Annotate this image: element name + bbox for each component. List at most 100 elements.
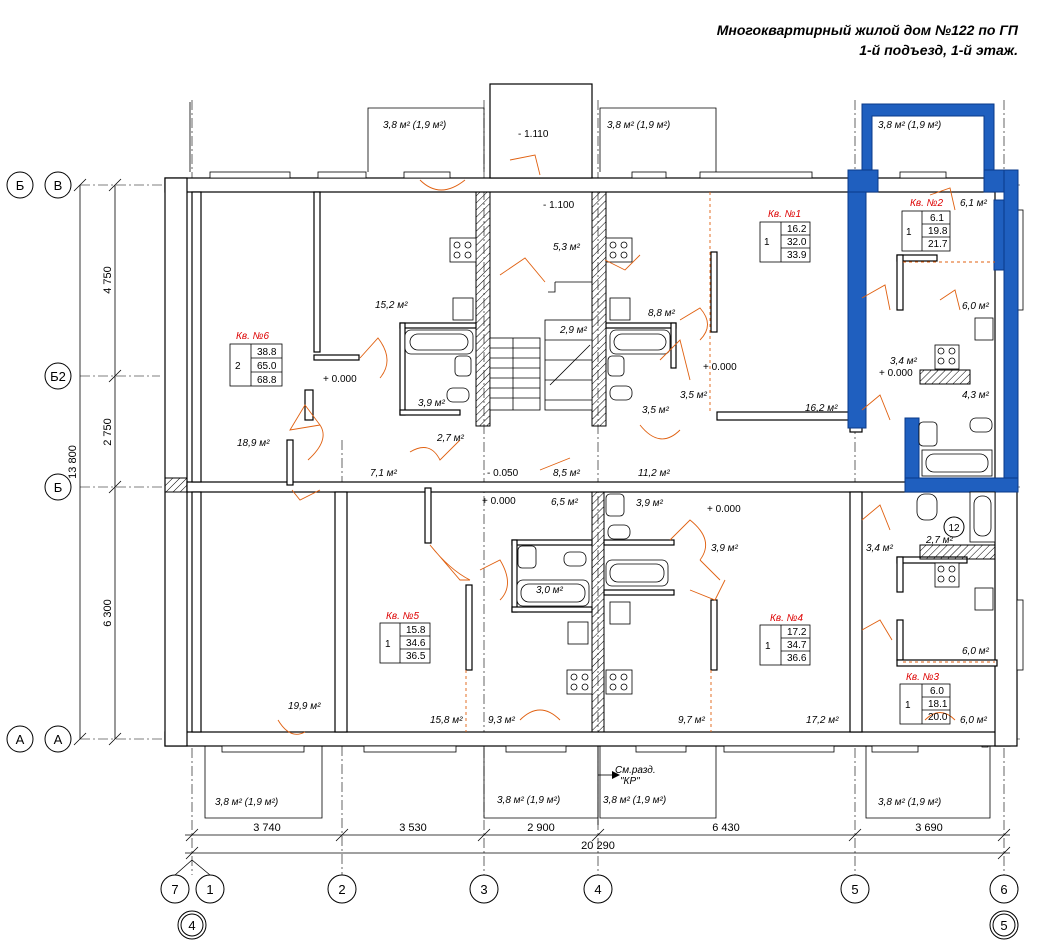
svg-text:18,9 м²: 18,9 м² [237, 438, 270, 449]
svg-text:Кв. №3: Кв. №3 [906, 672, 940, 683]
svg-text:2,9 м²: 2,9 м² [559, 325, 588, 336]
svg-text:"КР": "КР" [620, 776, 640, 787]
svg-text:7: 7 [171, 882, 178, 897]
svg-text:16.2: 16.2 [787, 224, 807, 235]
title-line2: 1-й подъезд, 1-й этаж. [859, 42, 1018, 58]
row-axis-markers: Б В Б2 Б А А [6, 171, 72, 753]
svg-text:16,2 м²: 16,2 м² [805, 403, 838, 414]
svg-text:9,7 м²: 9,7 м² [678, 715, 706, 726]
svg-text:20.0: 20.0 [928, 712, 948, 723]
svg-text:Кв. №5: Кв. №5 [386, 611, 420, 622]
svg-text:3,8 м² (1,9 м²): 3,8 м² (1,9 м²) [878, 120, 941, 131]
svg-text:68.8: 68.8 [257, 375, 277, 386]
svg-text:А: А [54, 732, 63, 747]
svg-text:7,1 м²: 7,1 м² [370, 468, 398, 479]
svg-text:2: 2 [235, 361, 241, 372]
title-line1: Многоквартирный жилой дом №122 по ГП [717, 22, 1019, 38]
svg-text:3,4 м²: 3,4 м² [866, 543, 894, 554]
svg-text:3 740: 3 740 [253, 822, 281, 834]
dim-v-1: 4 750 [102, 266, 114, 294]
svg-text:6 430: 6 430 [712, 822, 740, 834]
svg-text:3,9 м²: 3,9 м² [711, 543, 739, 554]
svg-text:3,0 м²: 3,0 м² [536, 585, 564, 596]
room-areas: 15,2 м² 18,9 м² 3,9 м² 2,7 м² 5,3 м² 2,9… [237, 198, 990, 726]
balconies: 3,8 м² (1,9 м²) 3,8 м² (1,9 м²) 3,8 м² (… [189, 102, 991, 819]
dim-total-h: 20 290 [581, 840, 615, 852]
svg-text:В: В [54, 178, 63, 193]
svg-text:3,8 м² (1,9 м²): 3,8 м² (1,9 м²) [607, 120, 670, 131]
door-swings [277, 154, 995, 735]
svg-text:1: 1 [765, 641, 771, 652]
svg-text:15,2 м²: 15,2 м² [375, 300, 408, 311]
svg-text:6: 6 [1000, 882, 1007, 897]
svg-text:6.0: 6.0 [930, 686, 944, 697]
apartment-6: Кв. №6 2 38.8 65.0 68.8 [229, 331, 283, 387]
svg-text:3,5 м²: 3,5 м² [680, 390, 708, 401]
svg-text:6,0 м²: 6,0 м² [962, 646, 990, 657]
apartment-4: Кв. №4 1 17.2 34.7 36.6 [759, 613, 811, 666]
svg-text:36.6: 36.6 [787, 653, 807, 664]
svg-text:Кв. №4: Кв. №4 [770, 613, 804, 624]
svg-text:+ 0.000: + 0.000 [323, 374, 357, 385]
svg-text:36.5: 36.5 [406, 651, 426, 662]
dim-v-2: 2 750 [102, 418, 114, 446]
dim-v-3: 6 300 [102, 599, 114, 627]
svg-text:3,8 м² (1,9 м²): 3,8 м² (1,9 м²) [215, 797, 278, 808]
svg-text:38.8: 38.8 [257, 347, 277, 358]
svg-text:5: 5 [851, 882, 858, 897]
svg-text:65.0: 65.0 [257, 361, 277, 372]
svg-text:2: 2 [338, 882, 345, 897]
room-tag: 12 [943, 516, 965, 538]
svg-text:1: 1 [906, 227, 912, 238]
svg-text:3,9 м²: 3,9 м² [636, 498, 664, 509]
apartment-labels: Кв. №1 1 16.2 32.0 33.9 Кв. №2 1 6.1 19.… [229, 198, 951, 725]
svg-text:33.9: 33.9 [787, 250, 807, 261]
svg-text:Б: Б [16, 178, 25, 193]
svg-text:2 900: 2 900 [527, 822, 555, 834]
svg-text:9,3 м²: 9,3 м² [488, 715, 516, 726]
svg-text:2,7 м²: 2,7 м² [436, 433, 465, 444]
svg-text:Кв. №6: Кв. №6 [236, 331, 270, 342]
svg-text:+ 0.000: + 0.000 [482, 496, 516, 507]
svg-text:6.1: 6.1 [930, 213, 944, 224]
svg-text:34.7: 34.7 [787, 640, 807, 651]
apartment-3: Кв. №3 1 6.0 18.1 20.0 [899, 672, 951, 725]
column-axis-markers: 7 1 2 3 4 5 6 4 5 [160, 859, 1019, 940]
svg-text:Б2: Б2 [50, 369, 66, 384]
svg-text:17,2 м²: 17,2 м² [806, 715, 839, 726]
apartment-2: Кв. №2 1 6.1 19.8 21.7 [901, 198, 951, 252]
apartment-1: Кв. №1 1 16.2 32.0 33.9 [759, 209, 811, 263]
level-marks: - 1.110 - 1.100 + 0.000 + 0.000 + 0.000 … [323, 129, 913, 515]
svg-text:5: 5 [1000, 918, 1007, 933]
svg-text:+ 0.000: + 0.000 [707, 504, 741, 515]
svg-text:4,3 м²: 4,3 м² [962, 390, 990, 401]
svg-text:См.разд.: См.разд. [615, 765, 656, 776]
svg-text:Кв. №2: Кв. №2 [910, 198, 944, 209]
svg-text:15.8: 15.8 [406, 625, 426, 636]
svg-text:32.0: 32.0 [787, 237, 807, 248]
svg-text:3,8 м² (1,9 м²): 3,8 м² (1,9 м²) [383, 120, 446, 131]
svg-text:6,0 м²: 6,0 м² [960, 715, 988, 726]
svg-text:А: А [16, 732, 25, 747]
svg-text:3,8 м² (1,9 м²): 3,8 м² (1,9 м²) [603, 795, 666, 806]
svg-text:19,9 м²: 19,9 м² [288, 701, 321, 712]
svg-text:- 1.100: - 1.100 [543, 200, 575, 211]
svg-text:3 690: 3 690 [915, 822, 943, 834]
section-marker: См.разд. "КР" [597, 746, 656, 825]
svg-text:3,8 м² (1,9 м²): 3,8 м² (1,9 м²) [878, 797, 941, 808]
entrance-block [489, 83, 593, 179]
vertical-dimensions: 13 800 4 750 2 750 6 300 [67, 178, 122, 746]
svg-text:1: 1 [905, 700, 911, 711]
dim-total-v: 13 800 [67, 445, 79, 479]
svg-text:+ 0.000: + 0.000 [879, 368, 913, 379]
svg-text:1: 1 [764, 237, 770, 248]
horizontal-dimensions: 3 740 3 530 2 900 6 430 3 690 20 290 [185, 822, 1011, 860]
svg-text:6,5 м²: 6,5 м² [551, 497, 579, 508]
svg-text:12: 12 [948, 523, 960, 534]
svg-text:6,0 м²: 6,0 м² [962, 301, 990, 312]
windows [209, 171, 1024, 753]
svg-text:19.8: 19.8 [928, 226, 948, 237]
svg-text:1: 1 [385, 639, 391, 650]
apartment-5: Кв. №5 1 15.8 34.6 36.5 [379, 611, 431, 664]
